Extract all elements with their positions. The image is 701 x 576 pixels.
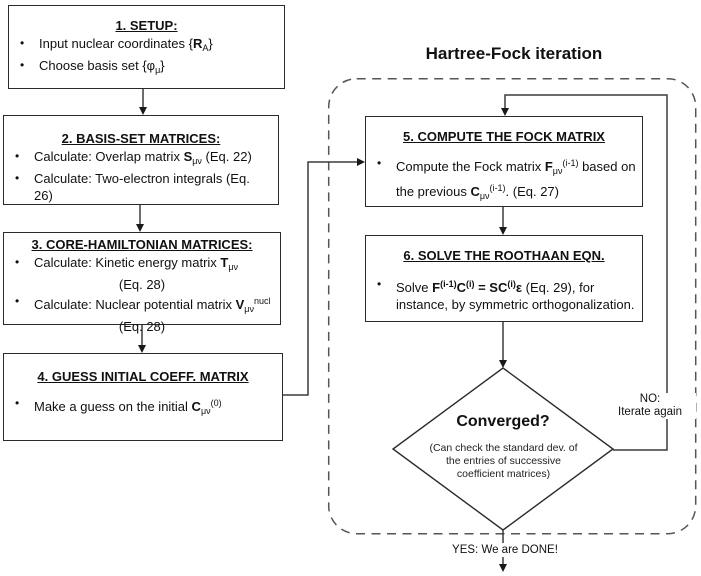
step-2-heading: 2. BASIS-SET MATRICES: <box>61 131 221 146</box>
arrowhead-into-step5-top <box>501 108 509 116</box>
step-4-heading: 4. GUESS INITIAL COEFF. MATRIX <box>37 369 249 384</box>
list-item: • Calculate: Kinetic energy matrix Tμν <box>4 254 280 276</box>
step-2-bullets: • Calculate: Overlap matrix Sμν (Eq. 22)… <box>4 148 278 204</box>
step-4-guess-coeff-box: 4. GUESS INITIAL COEFF. MATRIX • Make a … <box>3 353 283 441</box>
iteration-title: Hartree-Fock iteration <box>425 44 603 63</box>
step-5-heading: 5. COMPUTE THE FOCK MATRIX <box>403 129 605 144</box>
yes-branch-label: YES: We are DONE! <box>440 543 570 557</box>
step-6-heading: 6. SOLVE THE ROOTHAAN EQN. <box>403 248 605 263</box>
list-item: • Calculate: Two-electron integrals (Eq.… <box>4 170 278 204</box>
step-4-bullets: • Make a guess on the initial Cμν(0) <box>4 395 282 420</box>
step-2-item-2: Calculate: Two-electron integrals (Eq. 2… <box>34 171 250 203</box>
step-3-item-2: Calculate: Nuclear potential matrix Vμνn… <box>34 296 271 314</box>
iteration-boundary-dashed-border <box>327 77 697 535</box>
arrowhead-step4 <box>138 345 146 353</box>
arrowhead-done <box>499 564 507 572</box>
bullet-icon: • <box>15 171 20 185</box>
bullet-icon: • <box>20 58 25 72</box>
arrowhead-step3 <box>136 224 144 232</box>
no-branch-line1: NO: <box>639 393 661 405</box>
step-1-heading: 1. SETUP: <box>115 18 178 33</box>
arrowhead-step2 <box>139 107 147 115</box>
bullet-icon: • <box>15 255 20 269</box>
list-item: • Compute the Fock matrix Fμν(i-1) based… <box>366 155 642 205</box>
step-5-item-1: Compute the Fock matrix Fμν(i-1) based o… <box>396 158 636 201</box>
list-item: • Input nuclear coordinates {RA} <box>9 35 284 57</box>
bullet-icon: • <box>15 149 20 163</box>
step-6-item-1: Solve F(i-1)C(i) = SC(i)ε (Eq. 29), for … <box>396 279 635 312</box>
arrowhead-step6 <box>499 227 507 235</box>
converged-note: (Can check the standard dev. of the entr… <box>429 442 578 480</box>
step-3-item-1-eq: (Eq. 28) <box>118 277 166 292</box>
step-4-item-1: Make a guess on the initial Cμν(0) <box>34 398 222 416</box>
no-branch-line2: Iterate again <box>618 406 682 418</box>
step-3-heading: 3. CORE-HAMILTONIAN MATRICES: <box>31 237 253 252</box>
step-3-bullets: • Calculate: Kinetic energy matrix Tμν (… <box>4 254 280 335</box>
list-item: • Calculate: Overlap matrix Sμν (Eq. 22) <box>4 148 278 170</box>
step-2-basis-set-box: 2. BASIS-SET MATRICES: • Calculate: Over… <box>3 115 279 205</box>
step-1-item-2: Choose basis set {φμ} <box>39 58 165 75</box>
bullet-icon: • <box>377 277 382 291</box>
step-6-bullets: • Solve F(i-1)C(i) = SC(i)ε (Eq. 29), fo… <box>366 276 642 313</box>
list-item: • Solve F(i-1)C(i) = SC(i)ε (Eq. 29), fo… <box>366 276 642 313</box>
bullet-icon: • <box>20 36 25 50</box>
converged-question: Converged? <box>456 413 550 430</box>
list-item: • Make a guess on the initial Cμν(0) <box>4 395 282 420</box>
no-feedback-connector <box>504 94 668 451</box>
step-2-item-1: Calculate: Overlap matrix Sμν (Eq. 22) <box>34 149 252 166</box>
bullet-icon: • <box>15 294 20 308</box>
list-item: • Calculate: Nuclear potential matrix Vμ… <box>4 293 280 318</box>
step-3-item-1: Calculate: Kinetic energy matrix Tμν <box>34 255 239 272</box>
step-1-item-1: Input nuclear coordinates {RA} <box>39 36 213 53</box>
arrowhead-diamond <box>499 360 507 368</box>
step-5-fock-matrix-box: 5. COMPUTE THE FOCK MATRIX • Compute the… <box>365 116 643 207</box>
connector-step4-step5 <box>283 161 358 396</box>
step-3-item-2-eq: (Eq. 28) <box>118 319 166 334</box>
step-3-core-hamiltonian-box: 3. CORE-HAMILTONIAN MATRICES: • Calculat… <box>3 232 281 334</box>
step-6-roothaan-box: 6. SOLVE THE ROOTHAAN EQN. • Solve F(i-1… <box>365 235 643 322</box>
no-branch-label: NO: Iterate again <box>604 393 696 419</box>
bullet-icon: • <box>15 396 20 410</box>
list-item: • Choose basis set {φμ} <box>9 57 284 79</box>
step-5-bullets: • Compute the Fock matrix Fμν(i-1) based… <box>366 155 642 205</box>
bullet-icon: • <box>377 156 382 170</box>
step-1-setup-box: 1. SETUP: • Input nuclear coordinates {R… <box>8 5 285 89</box>
arrowhead-step5-left <box>357 158 365 166</box>
step-1-bullets: • Input nuclear coordinates {RA} • Choos… <box>9 35 284 79</box>
